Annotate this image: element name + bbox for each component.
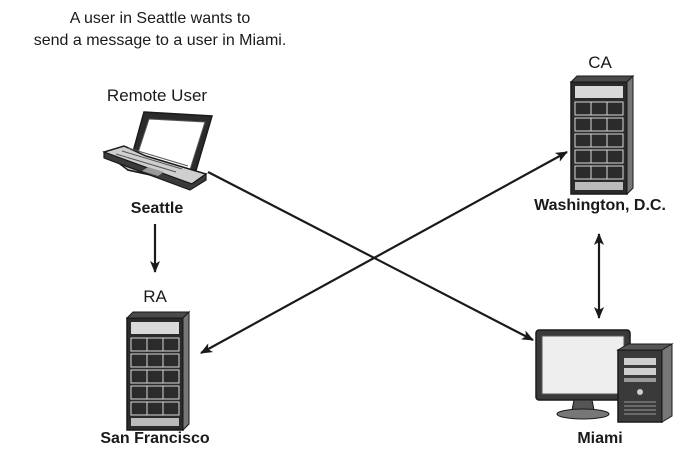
caption-line-2: send a message to a user in Miami.: [33, 32, 287, 49]
washington-city-label: Washington, D.C.: [534, 197, 666, 214]
diagram-caption: A user in Seattle wants to send a messag…: [0, 8, 320, 52]
seattle-role-label: Remote User: [106, 86, 208, 105]
seattle-city-label: Seattle: [130, 200, 184, 217]
washington-role-label: CA: [588, 53, 612, 72]
laptop-icon: [102, 111, 213, 191]
server-rack-icon: [125, 310, 191, 432]
server-rack-icon: [569, 74, 635, 196]
connections: [150, 151, 604, 354]
san-francisco-role-label: RA: [143, 287, 167, 306]
arrow-san-francisco-washington: [200, 151, 568, 354]
caption-line-1: A user in Seattle wants to: [69, 10, 251, 27]
san-francisco-city-label: San Francisco: [100, 430, 210, 447]
desktop-computer-icon: [535, 329, 674, 423]
miami-city-label: Miami: [577, 430, 623, 447]
